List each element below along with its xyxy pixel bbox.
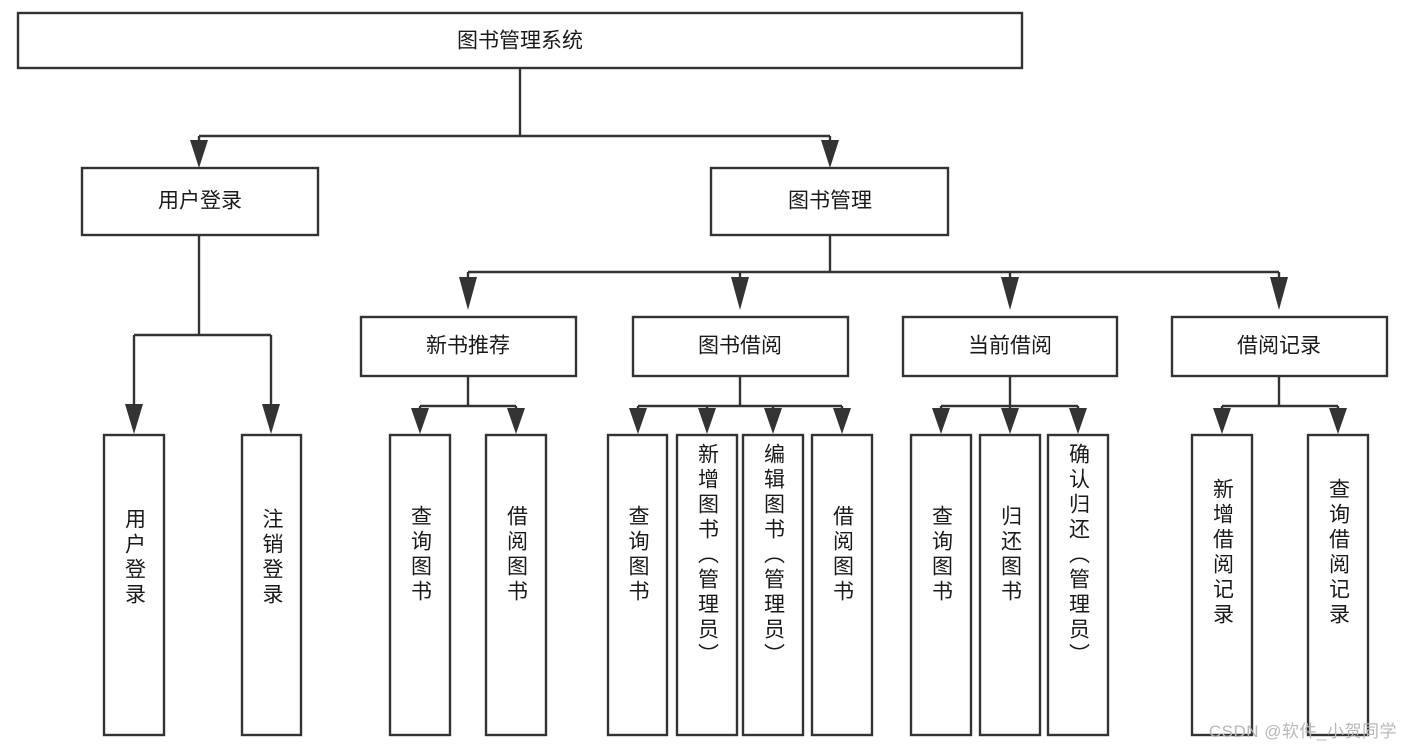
arrow-head-icon [764, 408, 782, 434]
leaf-boxes-borrow-record [1190, 433, 1370, 737]
arrow-head-icon [1270, 277, 1288, 310]
node-borrow-record[interactable]: 借阅记录 [1170, 315, 1389, 378]
leaf-box[interactable] [909, 433, 973, 737]
leaf-box[interactable] [102, 433, 166, 737]
node-root-label: 图书管理系统 [457, 30, 583, 53]
node-book-borrow-label: 图书借阅 [698, 335, 782, 358]
arrow-head-icon [821, 140, 839, 168]
watermark-text: CSDN @软件_小贺同学 [1208, 722, 1397, 741]
arrow-head-icon [698, 408, 716, 434]
leaf-box[interactable] [978, 433, 1042, 737]
leaf-box[interactable] [240, 433, 303, 737]
leaf-boxes-user-login [102, 433, 303, 737]
node-book-borrow-box[interactable] [631, 315, 850, 378]
arrow-head-icon [629, 408, 647, 434]
node-current-borrow[interactable]: 当前借阅 [901, 315, 1119, 378]
node-book-management-label: 图书管理 [788, 190, 872, 213]
arrow-head-icon [932, 408, 950, 434]
node-current-borrow-box[interactable] [901, 315, 1119, 378]
connector-currentborrow-to-leaves [932, 376, 1087, 434]
connector-newbook-to-leaves [411, 376, 525, 434]
arrow-head-icon [833, 408, 851, 434]
leaf-box[interactable] [741, 433, 805, 737]
leaf-box[interactable] [606, 433, 669, 737]
leaf-boxes-book-borrow [606, 433, 874, 737]
leaf-box[interactable] [1306, 433, 1370, 737]
node-borrow-record-label: 借阅记录 [1237, 335, 1321, 358]
leaf-boxes-current-borrow [909, 433, 1110, 737]
connector-borrowrecord-to-leaves [1213, 376, 1347, 434]
leaf-boxes-new-book-recommend [388, 433, 548, 737]
node-book-management[interactable]: 图书管理 [709, 166, 950, 237]
arrow-head-icon [262, 404, 280, 434]
arrow-head-icon [459, 277, 477, 310]
node-new-book-recommend-label: 新书推荐 [426, 335, 510, 358]
node-borrow-record-box[interactable] [1170, 315, 1389, 378]
arrow-head-icon [411, 408, 429, 434]
connector-bookborrow-to-leaves [629, 376, 851, 434]
leaf-box[interactable] [810, 433, 874, 737]
arrow-head-icon [1069, 408, 1087, 434]
node-root[interactable]: 图书管理系统 [16, 11, 1024, 70]
node-user-login-label: 用户登录 [158, 190, 242, 213]
connector-userlogin-to-leaves [125, 235, 280, 434]
node-book-borrow[interactable]: 图书借阅 [631, 315, 850, 378]
leaf-box[interactable] [675, 433, 739, 737]
node-root-box[interactable] [16, 11, 1024, 70]
node-user-login-box[interactable] [80, 166, 320, 237]
connector-root-to-level2 [190, 68, 839, 168]
leaf-box[interactable] [484, 433, 548, 737]
node-current-borrow-label: 当前借阅 [968, 335, 1052, 358]
connector-bookmgmt-to-level3 [459, 235, 1288, 310]
leaf-box[interactable] [1046, 433, 1110, 737]
leaf-box[interactable] [388, 433, 452, 737]
node-user-login[interactable]: 用户登录 [80, 166, 320, 237]
arrow-head-icon [190, 140, 208, 168]
arrow-head-icon [1329, 408, 1347, 434]
node-new-book-recommend[interactable]: 新书推荐 [359, 315, 578, 378]
arrow-head-icon [1001, 408, 1019, 434]
arrow-head-icon [731, 277, 749, 310]
arrow-head-icon [1001, 277, 1019, 310]
node-book-management-box[interactable] [709, 166, 950, 237]
arrow-head-icon [507, 408, 525, 434]
node-new-book-recommend-box[interactable] [359, 315, 578, 378]
arrow-head-icon [125, 404, 143, 434]
arrow-head-icon [1213, 408, 1231, 434]
leaf-box[interactable] [1190, 433, 1254, 737]
